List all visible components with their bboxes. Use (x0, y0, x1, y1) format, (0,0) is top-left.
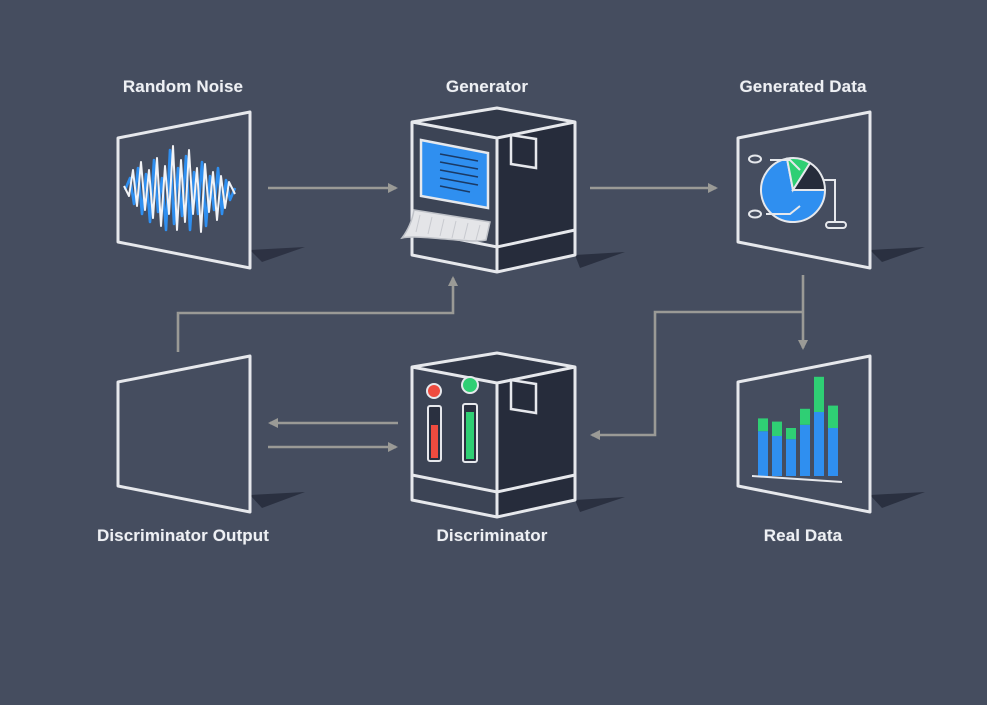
discriminator-machine (410, 351, 625, 519)
label-generator: Generator (445, 77, 529, 96)
bar-lower-2 (772, 436, 782, 476)
bar-upper-1 (758, 418, 768, 432)
generator-machine (400, 106, 625, 274)
noise-wave-white (123, 145, 236, 233)
bar-lower-1 (758, 431, 768, 476)
red-indicator-light (426, 383, 442, 399)
flow-arrows (176, 183, 808, 452)
generated-data-monitor (736, 110, 925, 270)
arrow-generated-data-to-discriminator (590, 310, 803, 440)
label-discriminator-output: Discriminator Output (96, 526, 269, 545)
bar-upper-4 (800, 408, 810, 425)
bar-lower-6 (828, 428, 838, 476)
label-real-data: Real Data (763, 526, 843, 545)
bar-lower-5 (814, 412, 824, 476)
red-level-bar (431, 425, 438, 458)
random-noise-monitor (116, 110, 305, 270)
label-discriminator: Discriminator (436, 526, 548, 545)
pie-chart (760, 157, 827, 224)
label-random-noise: Random Noise (122, 77, 244, 96)
pie-slice-dark (791, 161, 827, 191)
bar-chart (758, 376, 838, 476)
green-indicator-light (461, 376, 479, 394)
arrow-output-feedback-to-generator (176, 276, 458, 352)
label-generated-data: Generated Data (739, 77, 867, 96)
bar-upper-6 (828, 405, 838, 428)
bar-lower-4 (800, 424, 810, 476)
real-data-monitor (736, 354, 925, 514)
bar-upper-5 (814, 376, 824, 412)
green-level-bar (466, 412, 474, 459)
discriminator-output-monitor (116, 354, 305, 514)
paper-output (400, 209, 491, 242)
bar-upper-3 (786, 428, 796, 440)
bar-lower-3 (786, 439, 796, 476)
bar-upper-2 (772, 421, 782, 436)
